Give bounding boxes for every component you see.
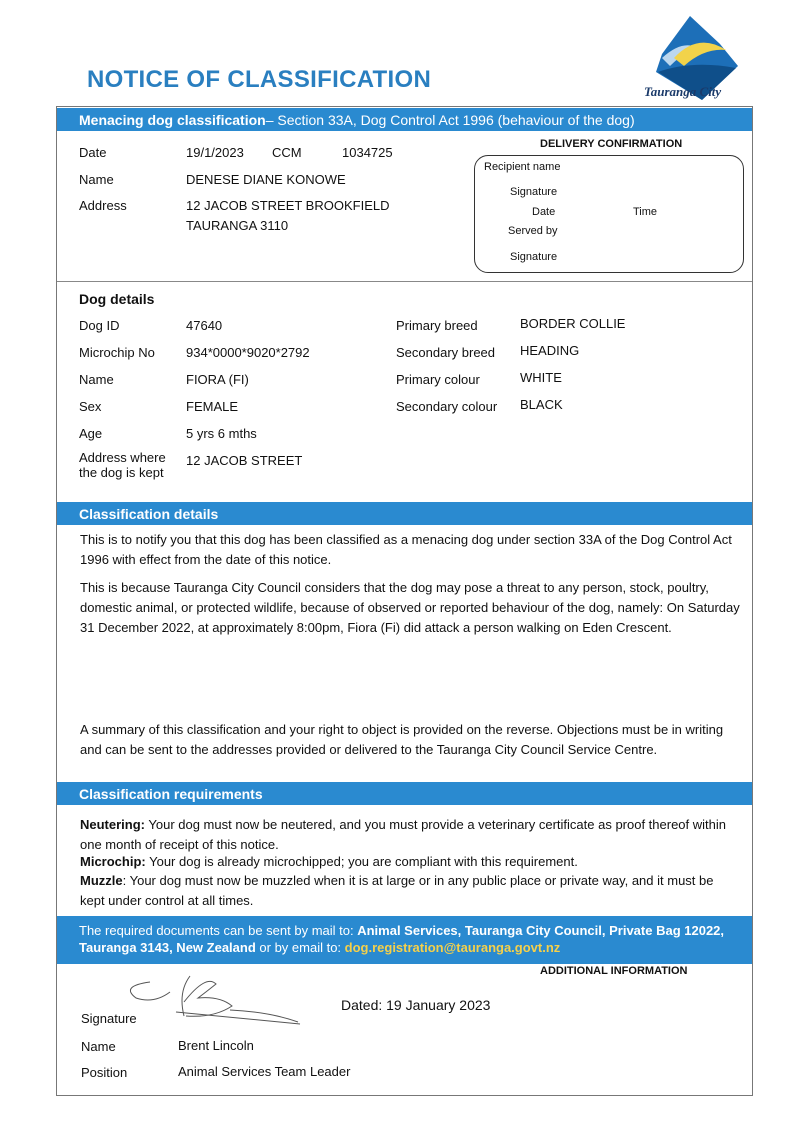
age-value: 5 yrs 6 mths	[186, 426, 257, 441]
classification-requirements-heading: Classification requirements	[79, 785, 263, 802]
microchip-req-text: Your dog is already microchipped; you ar…	[145, 854, 578, 869]
sex-label: Sex	[79, 399, 102, 414]
address-line1: 12 JACOB STREET BROOKFIELD	[186, 198, 390, 213]
secondary-breed-value: HEADING	[520, 343, 580, 358]
classification-section: – Section 33A, Dog Control Act 1996 (beh…	[265, 111, 635, 128]
primary-breed-label: Primary breed	[396, 318, 478, 333]
neutering-text: Your dog must now be neutered, and you m…	[80, 817, 727, 852]
address-line2: TAURANGA 3110	[186, 218, 289, 233]
secondary-colour-label: Secondary colour	[396, 399, 498, 414]
delivery-title: DELIVERY CONFIRMATION	[540, 138, 683, 150]
dog-name-value: FIORA (FI)	[186, 372, 249, 387]
muzzle-text: : Your dog must now be muzzled when it i…	[80, 873, 714, 908]
served-by-label: Served by	[508, 225, 558, 237]
date-label: Date	[79, 145, 107, 160]
email-intro: or by email to:	[255, 940, 345, 955]
microchip-label: Microchip No	[79, 345, 155, 360]
kept-address-label-1: Address where	[79, 450, 166, 465]
name-label: Name	[79, 172, 114, 187]
delivery-signature-label: Signature	[510, 186, 558, 198]
date-value: 19/1/2023	[186, 145, 244, 160]
age-label: Age	[79, 426, 103, 441]
tauranga-city-logo	[656, 16, 738, 100]
delivery-date-label: Date	[532, 206, 556, 218]
notice-frame	[56, 106, 753, 1096]
delivery-time-label: Time	[633, 206, 658, 218]
kept-address-value: 12 JACOB STREET	[186, 453, 303, 468]
recipient-name-label: Recipient name	[484, 161, 561, 173]
classification-type-bar: Menacing dog classification – Section 33…	[57, 108, 752, 131]
dog-name-label: Name	[79, 372, 114, 387]
requirement-muzzle: Muzzle: Your dog must now be muzzled whe…	[80, 871, 740, 911]
additional-information-label: ADDITIONAL INFORMATION	[540, 965, 688, 977]
mail-address: Animal Services, Tauranga City Council, …	[79, 923, 725, 955]
mail-intro: The required documents can be sent by ma…	[79, 923, 358, 938]
neutering-label: Neutering:	[80, 817, 145, 832]
requirement-neutering: Neutering: Your dog must now be neutered…	[80, 815, 740, 855]
details-paragraph-3: A summary of this classification and you…	[80, 722, 724, 757]
dog-id-value: 47640	[186, 318, 223, 333]
kept-address-label-2: the dog is kept	[79, 465, 164, 480]
sex-value: FEMALE	[186, 399, 239, 414]
classification-details-bar: Classification details	[57, 502, 752, 525]
signer-position: Animal Services Team Leader	[178, 1064, 351, 1079]
details-paragraph-1: This is to notify you that this dog has …	[80, 532, 732, 567]
dog-details-heading: Dog details	[79, 291, 155, 307]
signer-name: Brent Lincoln	[178, 1038, 254, 1053]
dog-id-label: Dog ID	[79, 318, 120, 333]
mail-instructions-band: The required documents can be sent by ma…	[57, 916, 752, 964]
signature-label: Signature	[81, 1011, 137, 1026]
classification-details-heading: Classification details	[79, 505, 219, 522]
delivery-confirmation-box	[474, 155, 744, 273]
address-label: Address	[79, 198, 127, 213]
primary-breed-value: BORDER COLLIE	[520, 316, 626, 331]
microchip-value: 934*0000*9020*2792	[186, 345, 310, 360]
secondary-colour-value: BLACK	[520, 397, 563, 412]
logo-text: Tauranga City	[644, 84, 722, 99]
classification-requirements-bar: Classification requirements	[57, 782, 752, 805]
owner-name: DENESE DIANE KONOWE	[186, 172, 346, 187]
details-paragraph-2: This is because Tauranga City Council co…	[80, 580, 740, 635]
microchip-req-label: Microchip:	[80, 854, 146, 869]
position-label: Position	[81, 1065, 128, 1080]
secondary-breed-label: Secondary breed	[396, 345, 496, 360]
classification-type: Menacing dog classification	[79, 111, 266, 128]
dated-text: Dated: 19 January 2023	[341, 997, 491, 1013]
email-link[interactable]: dog.registration@tauranga.govt.nz	[344, 940, 561, 955]
page-title: NOTICE OF CLASSIFICATION	[87, 66, 432, 93]
muzzle-label: Muzzle	[80, 873, 123, 888]
primary-colour-value: WHITE	[520, 370, 562, 385]
signer-name-label: Name	[81, 1039, 116, 1054]
primary-colour-label: Primary colour	[396, 372, 480, 387]
divider	[57, 281, 752, 282]
served-signature-label: Signature	[510, 251, 558, 263]
reference-number: 1034725	[342, 145, 393, 160]
handwritten-signature	[129, 975, 301, 1025]
requirement-microchip: Microchip: Your dog is already microchip…	[80, 852, 740, 872]
ccm-label: CCM	[272, 145, 302, 160]
